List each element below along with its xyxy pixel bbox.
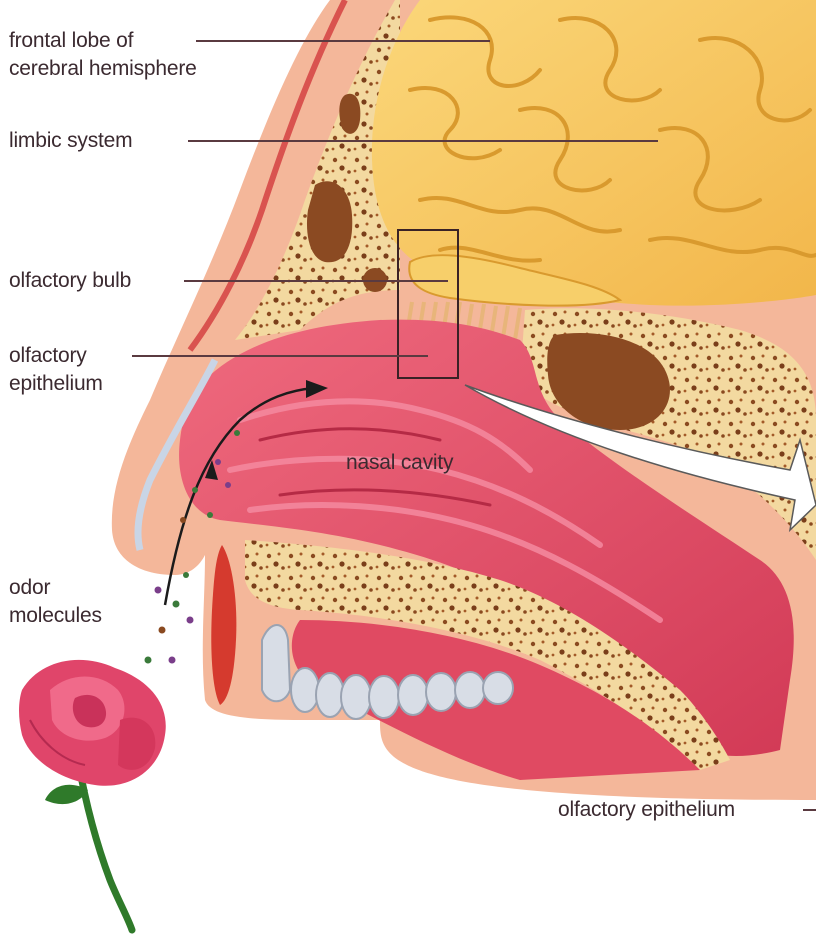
label-olfactory-epithelium-line2: epithelium	[9, 370, 103, 398]
label-odor-molecules-line1: odor	[9, 574, 102, 602]
label-limbic-system: limbic system	[9, 127, 132, 155]
label-nasal-cavity: nasal cavity	[346, 449, 453, 477]
frontal-sinus	[307, 181, 352, 262]
rose-leaf	[45, 785, 88, 804]
label-odor-molecules-line2: molecules	[9, 602, 102, 630]
label-odor-molecules: odor molecules	[9, 574, 102, 630]
sinus-small	[339, 94, 360, 134]
label-olfactory-epithelium-line1: olfactory	[9, 342, 103, 370]
label-frontal-lobe-line1: frontal lobe of	[9, 27, 197, 55]
rose	[19, 660, 166, 930]
label-frontal-lobe-line2: cerebral hemisphere	[9, 55, 197, 83]
label-olfactory-bulb: olfactory bulb	[9, 267, 131, 295]
label-olfactory-epithelium-callout: olfactory epithelium	[558, 796, 735, 824]
label-olfactory-epithelium: olfactory epithelium	[9, 342, 103, 398]
label-frontal-lobe: frontal lobe of cerebral hemisphere	[9, 27, 197, 83]
